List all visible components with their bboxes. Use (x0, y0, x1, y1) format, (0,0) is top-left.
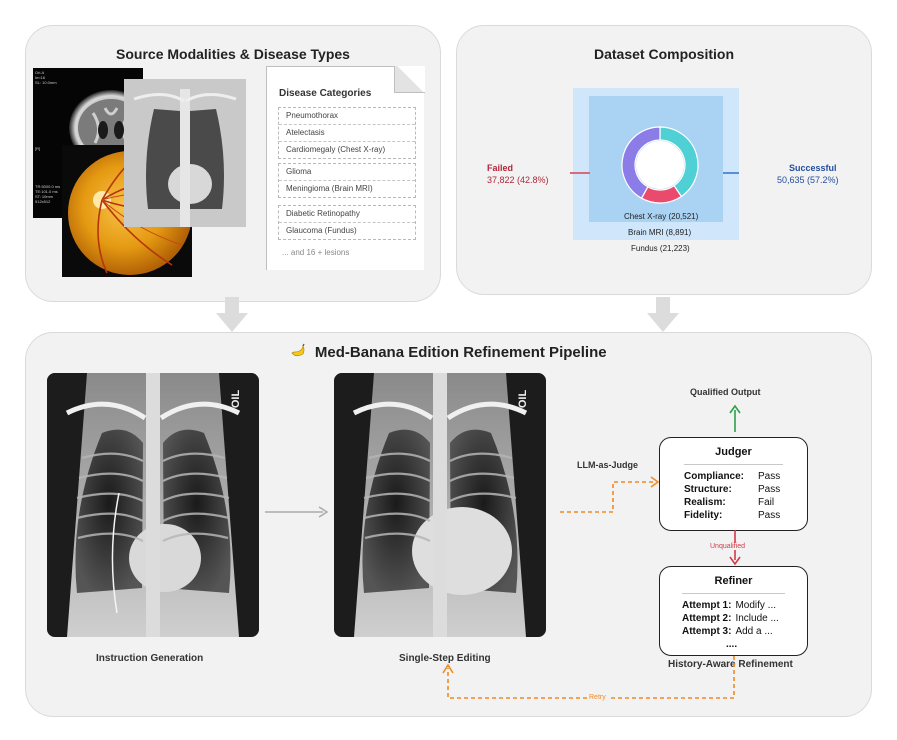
disease-categories-card (266, 66, 424, 270)
pipeline-title-row: Med-Banana Edition Refinement Pipeline (0, 343, 897, 362)
refiner-row: Attempt 3:Add a ... (682, 626, 773, 637)
refiner-key: Attempt 2: (682, 613, 732, 624)
mri-overlay-bottom: TR:5000.0 ms TE:101.0 ms ST: 10mm 512x51… (35, 184, 61, 204)
retry-label: Retry (587, 694, 608, 701)
disease-item: Glaucoma (Fundus) (286, 226, 357, 235)
caption-instruction-generation: Instruction Generation (96, 653, 204, 664)
qualified-arrow (729, 404, 741, 432)
down-arrow-right (647, 297, 679, 332)
disease-item: Meningioma (Brain MRI) (286, 184, 373, 193)
instruction-to-editing-arrow (265, 506, 329, 518)
failed-value: 37,822 (42.8%) (487, 175, 549, 185)
refiner-divider (682, 593, 785, 594)
refiner-value: Add a ... (735, 626, 773, 637)
disease-item: Atelectasis (279, 125, 415, 142)
banana-icon (290, 343, 306, 359)
judger-divider (684, 464, 783, 465)
judger-row: Compliance: Pass (684, 471, 780, 482)
refiner-key: Attempt 1: (682, 600, 732, 611)
xray-marker-1: OIL (229, 389, 242, 409)
refiner-value: Modify ... (735, 600, 777, 611)
disease-group-fundus: Diabetic Retinopathy Glaucoma (Fundus) (278, 205, 416, 240)
xray-marker-2: OIL (516, 389, 529, 409)
dataset-panel-title: Dataset Composition (593, 46, 734, 62)
successful-value: 50,635 (57.2%) (777, 175, 839, 185)
failed-label: Failed (487, 163, 514, 173)
disease-item: Glioma (279, 164, 415, 181)
judger-key: Compliance: (684, 471, 745, 482)
disease-group-brain: Glioma Meningioma (Brain MRI) (278, 163, 416, 198)
successful-label: Successful (789, 163, 837, 173)
mri-overlay-side: [R] (35, 146, 41, 151)
down-arrow-left (216, 297, 248, 332)
judger-box: Judger Compliance: Pass Structure: Pass Re… (659, 437, 808, 531)
judger-row: Structure: Pass (684, 484, 780, 495)
refiner-key: Attempt 3: (682, 626, 732, 637)
judger-row: Realism: Fail (684, 497, 774, 508)
judger-value: Fail (758, 497, 775, 508)
refiner-value: Include ... (735, 613, 779, 624)
donut-hole (636, 141, 684, 189)
judger-value: Pass (758, 484, 781, 495)
modality-donut-chart (621, 126, 699, 204)
judger-key: Realism: (684, 497, 726, 508)
judge-dashed-arrow (560, 476, 660, 513)
judger-key: Fidelity: (684, 510, 723, 521)
more-lesions-text: ... and 16 + lesions (282, 248, 350, 257)
refiner-row: Attempt 2:Include ... (682, 613, 779, 624)
chest-xray-thumbnail (124, 79, 246, 227)
refiner-title: Refiner (714, 575, 753, 587)
refiner-more: .... (726, 639, 738, 650)
disease-group-chest: Pneumothorax Atelectasis Cardiomegaly (C… (278, 107, 416, 159)
qualified-output-label: Qualified Output (690, 387, 761, 397)
modality-label-chest: Chest X-ray (20,521) (624, 212, 699, 221)
xray-edited-image: OIL (334, 373, 546, 637)
disease-item: Cardiomegaly (Chest X-ray) (286, 145, 386, 154)
judger-title: Judger (715, 446, 752, 458)
refiner-box: Refiner Attempt 1:Modify ... Attempt 2:I… (659, 566, 808, 656)
disease-item: Diabetic Retinopathy (279, 206, 415, 223)
llm-as-judge-label: LLM-as-Judge (577, 460, 639, 470)
card-fold-corner (394, 66, 425, 93)
failed-connector (570, 172, 590, 174)
disease-item: Pneumothorax (279, 108, 415, 125)
modality-label-brain: Brain MRI (8,891) (628, 228, 692, 237)
source-panel-title: Source Modalities & Disease Types (116, 46, 350, 62)
judger-value: Pass (758, 471, 781, 482)
disease-categories-title: Disease Categories (279, 88, 372, 99)
xray-instruction-image: OIL (47, 373, 259, 637)
successful-connector (723, 172, 739, 174)
donut-slice-fundus (621, 126, 661, 200)
refiner-row: Attempt 1:Modify ... (682, 600, 776, 611)
unqualified-label: Unqualified (710, 543, 746, 550)
caption-history-aware-refinement: History-Aware Refinement (668, 659, 793, 670)
judger-key: Structure: (684, 484, 732, 495)
modality-label-fundus: Fundus (21,223) (631, 244, 690, 253)
pipeline-title: Med-Banana Edition Refinement Pipeline (314, 344, 607, 361)
judger-value: Pass (758, 510, 781, 521)
dataset-composition-panel: Dataset Composition (456, 25, 872, 295)
judger-row: Fidelity: Pass (684, 510, 780, 521)
caption-single-step-editing: Single-Step Editing (399, 653, 491, 664)
mri-overlay-top: Ori.A Im:16 SL: 10.0mm (35, 70, 57, 85)
